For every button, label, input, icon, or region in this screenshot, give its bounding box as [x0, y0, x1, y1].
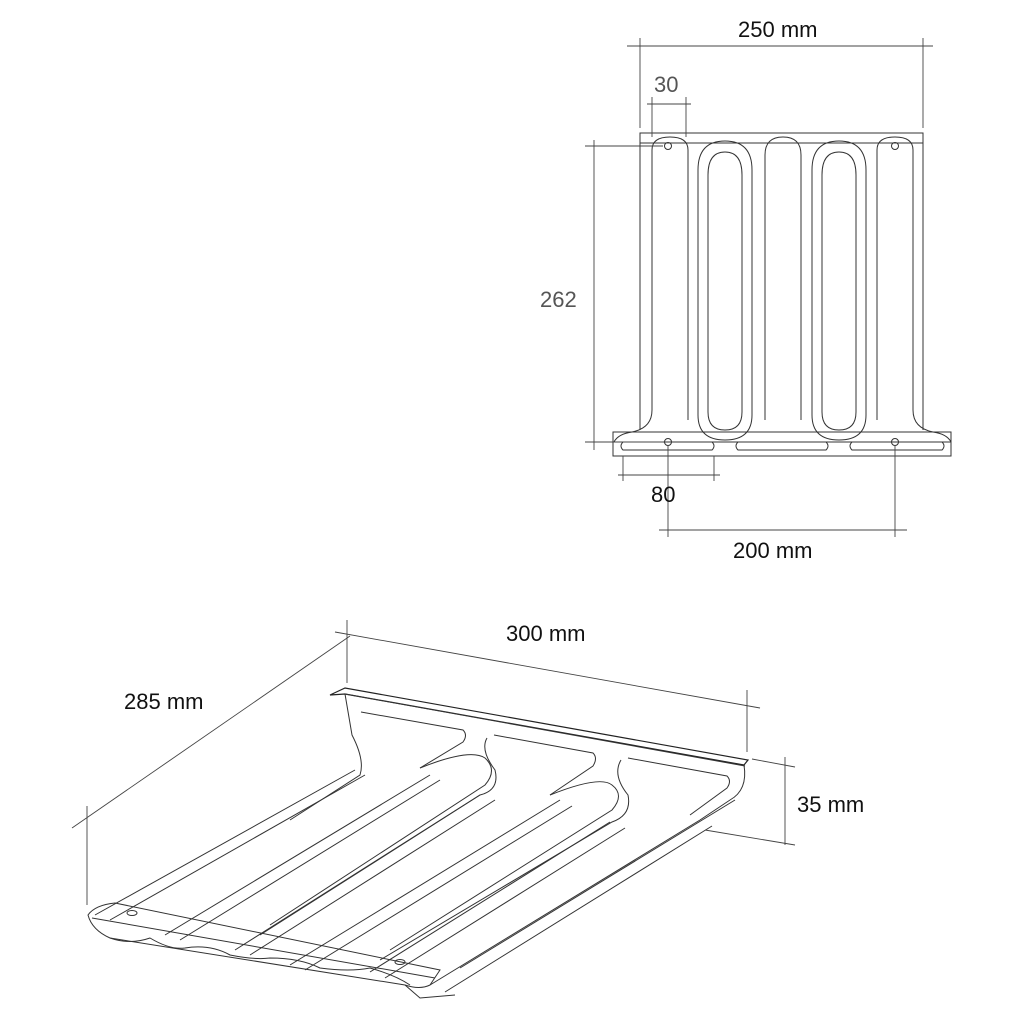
iso-height-label: 35 mm: [797, 792, 865, 817]
iso-depth-label: 285 mm: [124, 689, 204, 714]
front-hole-spacing-label: 200 mm: [733, 538, 813, 563]
front-width-label: 250 mm: [738, 17, 818, 42]
front-slot-width-label: 30: [654, 72, 679, 97]
iso-view-dimensions: [71, 620, 796, 905]
front-height-label: 262: [540, 287, 577, 312]
front-view-drawing: [612, 132, 952, 457]
front-foot-width-label: 80: [651, 482, 676, 507]
front-view-dimensions: [585, 38, 933, 537]
iso-view-drawing: [87, 687, 750, 999]
iso-length-label: 300 mm: [506, 621, 586, 646]
